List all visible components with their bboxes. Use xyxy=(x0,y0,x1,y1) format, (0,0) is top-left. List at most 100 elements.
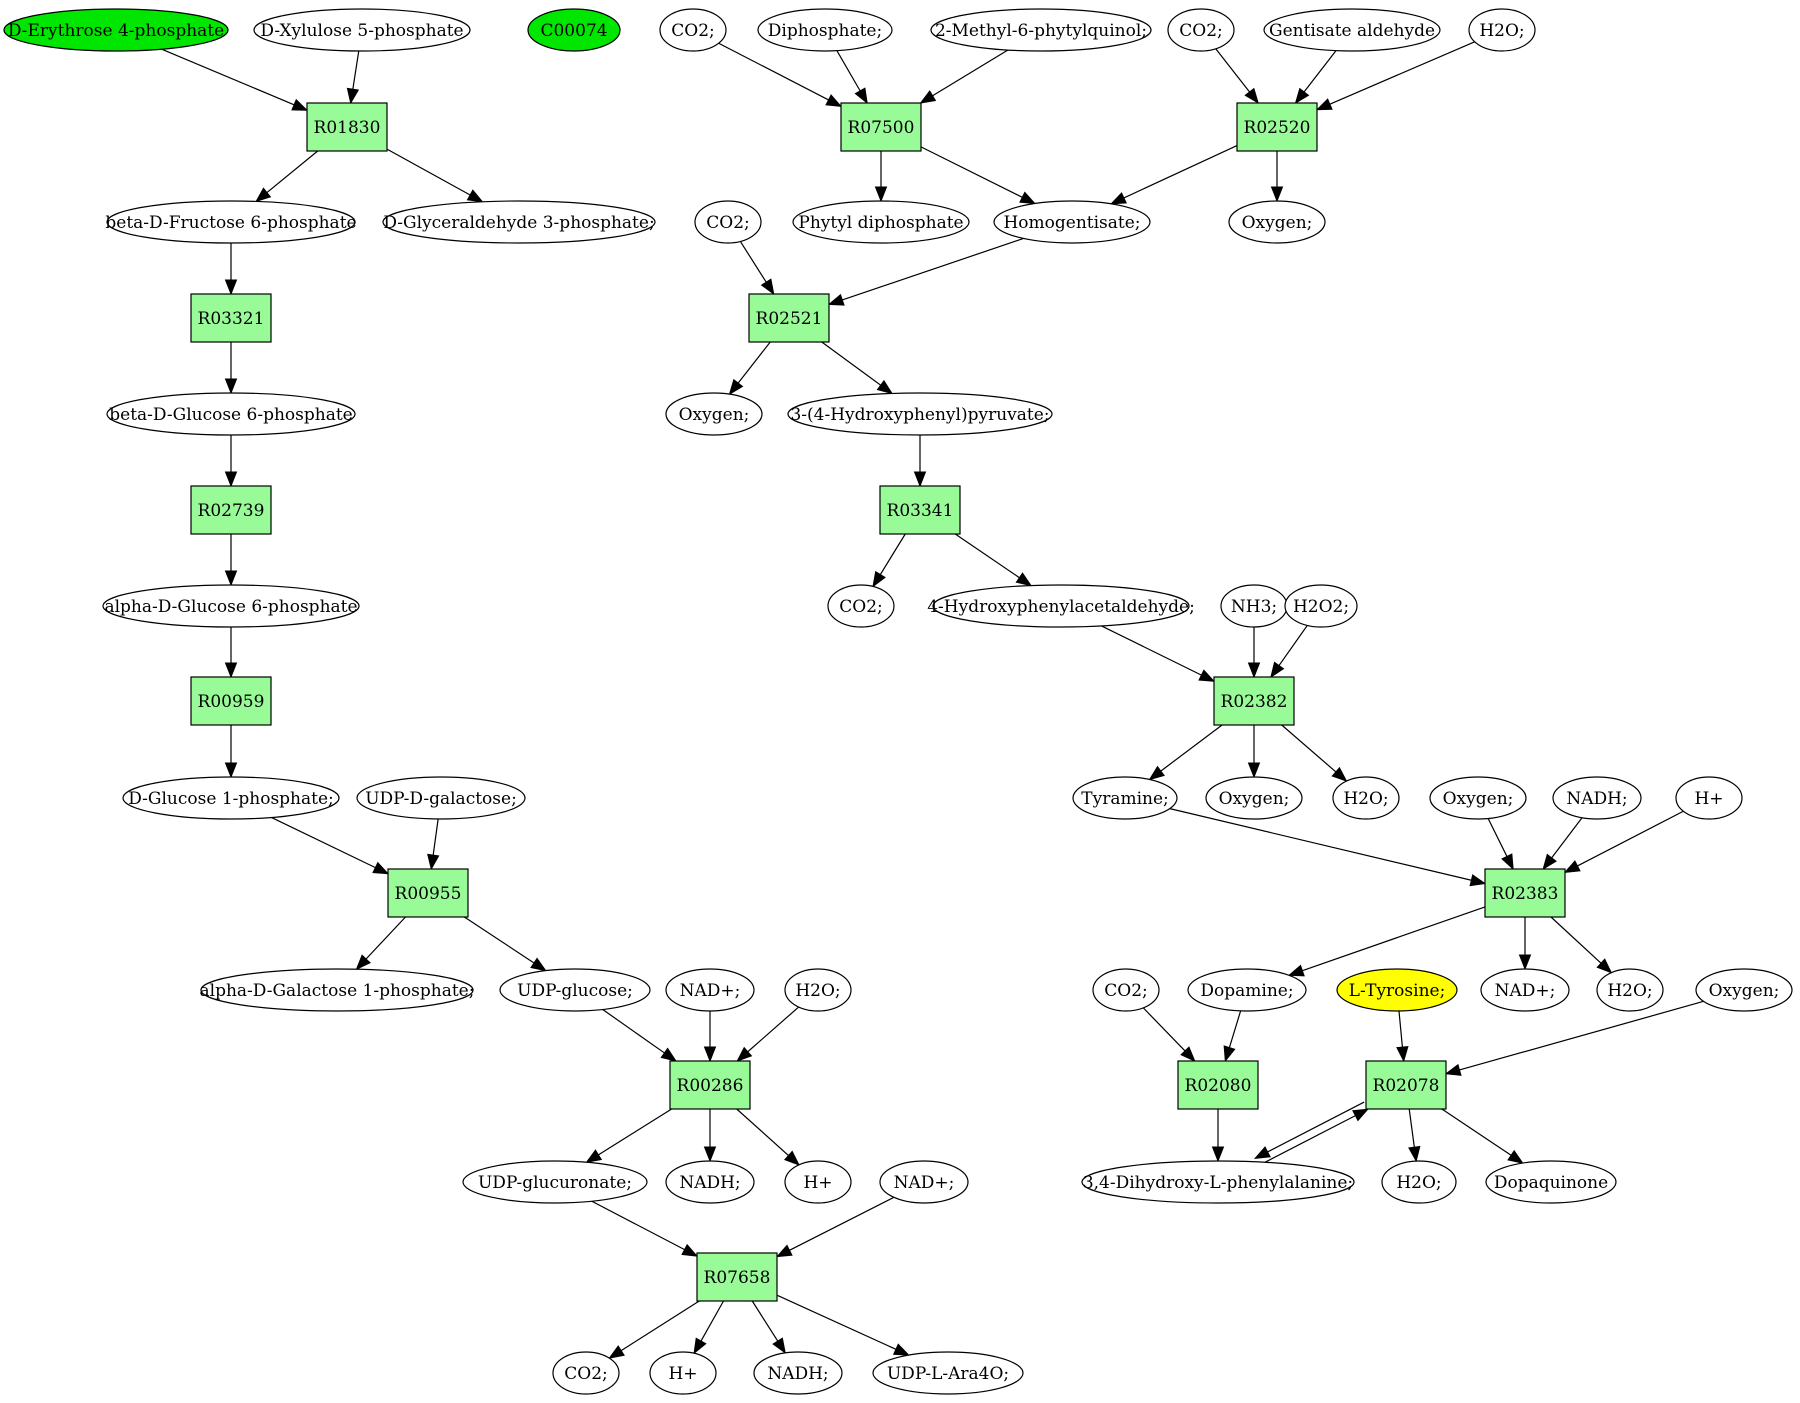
compound-node-c00074[interactable]: C00074 xyxy=(527,8,621,52)
compound-label: UDP-L-Ara4O; xyxy=(887,1364,1009,1384)
compound-node-hpa[interactable]: 4-Hydroxyphenylacetaldehyde; xyxy=(927,584,1195,628)
compound-node-agal1p[interactable]: alpha-D-Galactose 1-phosphate; xyxy=(200,968,475,1012)
compound-node-o2-a[interactable]: Oxygen; xyxy=(1228,200,1326,244)
compound-node-dopaq[interactable]: Dopaquinone xyxy=(1485,1160,1617,1204)
compound-node-nadh-a[interactable]: NADH; xyxy=(1552,776,1642,820)
compound-node-udpglc[interactable]: UDP-glucose; xyxy=(499,968,651,1012)
reaction-node-r07658[interactable]: R07658 xyxy=(696,1252,778,1302)
reaction-node-r02520[interactable]: R02520 xyxy=(1236,102,1318,152)
compound-node-nadp-a[interactable]: NAD+; xyxy=(665,968,755,1012)
compound-label: CO2; xyxy=(671,21,715,41)
reaction-label: R02080 xyxy=(1185,1076,1252,1096)
edge-R02739-to-c_ag6p xyxy=(224,534,238,587)
compound-node-co2-f[interactable]: CO2; xyxy=(552,1351,620,1395)
edge-R00955-to-c_udpglc xyxy=(464,916,547,972)
compound-node-bf6p[interactable]: beta-D-Fructose 6-phosphate xyxy=(105,200,357,244)
compound-node-tyr[interactable]: L-Tyrosine; xyxy=(1336,968,1458,1012)
edge-R02078-to-c_h2o_e xyxy=(1408,1108,1421,1163)
compound-node-ag6p[interactable]: alpha-D-Glucose 6-phosphate xyxy=(102,584,360,628)
compound-node-h2o-d[interactable]: H2O; xyxy=(1596,968,1664,1012)
reaction-label: R02078 xyxy=(1373,1076,1440,1096)
compound-node-hplus-a[interactable]: H+ xyxy=(1675,776,1743,820)
compound-node-hplus-c[interactable]: H+ xyxy=(649,1351,717,1395)
compound-node-h2o-c[interactable]: H2O; xyxy=(784,968,852,1012)
compound-node-nadh-c[interactable]: NADH; xyxy=(753,1351,843,1395)
compound-node-homog[interactable]: Homogentisate; xyxy=(993,200,1151,244)
compound-label: Oxygen; xyxy=(1219,789,1290,809)
compound-node-nadp-b[interactable]: NAD+; xyxy=(1480,968,1570,1012)
reaction-node-r03321[interactable]: R03321 xyxy=(190,293,272,343)
edge-c_hplus_a-to-R02383 xyxy=(1563,810,1684,873)
compound-node-nh3[interactable]: NH3; xyxy=(1220,584,1288,628)
compound-node-x5p[interactable]: D-Xylulose 5-phosphate xyxy=(253,8,471,52)
compound-node-h2o-e[interactable]: H2O; xyxy=(1381,1160,1457,1204)
compound-label: NADH; xyxy=(1566,789,1627,809)
compound-label: Oxygen; xyxy=(679,405,750,425)
compound-label: alpha-D-Glucose 6-phosphate xyxy=(104,597,357,617)
reaction-node-r03341[interactable]: R03341 xyxy=(879,485,961,535)
edge-R07500-to-c_phytyl xyxy=(874,151,888,203)
edge-c_o2_d-to-R02383 xyxy=(1487,818,1514,871)
compound-node-h2o-b[interactable]: H2O; xyxy=(1332,776,1400,820)
compound-label: Oxygen; xyxy=(1709,981,1780,1001)
compound-node-h2o2[interactable]: H2O2; xyxy=(1284,584,1358,628)
reaction-node-r00286[interactable]: R00286 xyxy=(669,1060,751,1110)
compound-label: D-Erythrose 4-phosphate xyxy=(8,21,224,41)
compound-node-co2-d[interactable]: CO2; xyxy=(827,584,895,628)
compound-node-udpara[interactable]: UDP-L-Ara4O; xyxy=(872,1351,1024,1395)
compound-node-hpp[interactable]: 3-(4-Hydroxyphenyl)pyruvate; xyxy=(787,392,1053,436)
compound-node-dopa[interactable]: 3,4-Dihydroxy-L-phenylalanine; xyxy=(1081,1160,1355,1204)
compound-node-phytyl[interactable]: Phytyl diphosphate xyxy=(792,200,970,244)
compound-node-co2-a[interactable]: CO2; xyxy=(659,8,727,52)
compound-node-hplus-b[interactable]: H+ xyxy=(784,1160,852,1204)
compound-node-dopamine[interactable]: Dopamine; xyxy=(1187,968,1307,1012)
edge-c_mpq-to-R07500 xyxy=(919,49,1009,104)
compound-node-mpq[interactable]: 2-Methyl-6-phytylquinol; xyxy=(930,8,1152,52)
edge-c_e4p-to-R01830 xyxy=(161,48,309,111)
reaction-node-r02383[interactable]: R02383 xyxy=(1484,868,1566,918)
compound-node-nadh-b[interactable]: NADH; xyxy=(665,1160,755,1204)
compound-node-o2-c[interactable]: Oxygen; xyxy=(1205,776,1303,820)
compound-node-diphos[interactable]: Diphosphate; xyxy=(757,8,893,52)
edge-R07658-to-c_nadh_c xyxy=(751,1300,786,1355)
compound-node-nadp-c[interactable]: NAD+; xyxy=(879,1160,969,1204)
reaction-node-r02521[interactable]: R02521 xyxy=(748,293,830,343)
reaction-node-r00955[interactable]: R00955 xyxy=(387,868,469,918)
compound-label: NADH; xyxy=(767,1364,828,1384)
compound-node-tyramine[interactable]: Tyramine; xyxy=(1072,776,1178,820)
compound-node-o2-d[interactable]: Oxygen; xyxy=(1429,776,1527,820)
compound-node-o2-e[interactable]: Oxygen; xyxy=(1695,968,1793,1012)
compound-label: H2O; xyxy=(1607,981,1652,1001)
reaction-node-r02080[interactable]: R02080 xyxy=(1177,1060,1259,1110)
compound-node-co2-c[interactable]: CO2; xyxy=(694,200,762,244)
edge-R02520-to-c_homog xyxy=(1109,144,1238,205)
compound-label: CO2; xyxy=(564,1364,608,1384)
compound-label: D-Glyceraldehyde 3-phosphate; xyxy=(383,213,654,233)
compound-node-co2-b[interactable]: CO2; xyxy=(1167,8,1235,52)
compound-label: alpha-D-Galactose 1-phosphate; xyxy=(200,981,475,1001)
compound-label: NAD+; xyxy=(894,1173,955,1193)
reaction-node-r07500[interactable]: R07500 xyxy=(840,102,922,152)
reaction-node-r02382[interactable]: R02382 xyxy=(1213,676,1295,726)
compound-node-h2o-a[interactable]: H2O; xyxy=(1468,8,1536,52)
compound-label: beta-D-Glucose 6-phosphate xyxy=(109,405,352,425)
compound-node-g3p[interactable]: D-Glyceraldehyde 3-phosphate; xyxy=(382,200,656,244)
edge-R02080-to-c_dopa xyxy=(1211,1109,1225,1163)
edge-c_bg6p-to-R02739 xyxy=(224,435,238,488)
reaction-node-r02739[interactable]: R02739 xyxy=(190,485,272,535)
compound-node-o2-b[interactable]: Oxygen; xyxy=(665,392,763,436)
reaction-node-r02078[interactable]: R02078 xyxy=(1365,1060,1447,1110)
compound-node-udpglcu[interactable]: UDP-glucuronate; xyxy=(462,1160,648,1204)
compound-node-gent[interactable]: Gentisate aldehyde xyxy=(1263,8,1441,52)
compound-node-udpgal[interactable]: UDP-D-galactose; xyxy=(356,776,526,820)
edge-R02520-to-c_o2_a xyxy=(1270,151,1284,203)
edge-c_co2_c-to-R02521 xyxy=(739,241,775,296)
compound-node-g1p[interactable]: D-Glucose 1-phosphate; xyxy=(122,776,340,820)
reaction-node-r01830[interactable]: R01830 xyxy=(306,102,388,152)
compound-node-co2-e[interactable]: CO2; xyxy=(1092,968,1160,1012)
compound-node-e4p[interactable]: D-Erythrose 4-phosphate xyxy=(3,8,229,52)
reaction-node-r00959[interactable]: R00959 xyxy=(190,676,272,726)
compound-node-bg6p[interactable]: beta-D-Glucose 6-phosphate xyxy=(106,392,356,436)
edge-c_tyr-to-R02078 xyxy=(1396,1010,1409,1063)
